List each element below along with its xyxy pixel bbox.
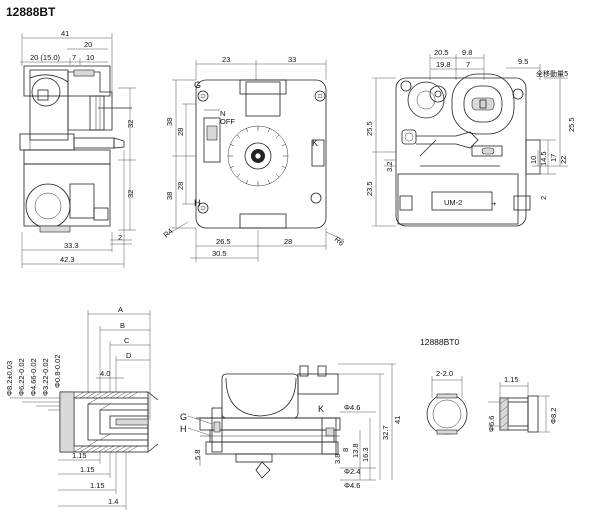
dial-ticks xyxy=(228,126,288,186)
label-g: G xyxy=(194,80,201,90)
side-view: 41 20 20 (15.0) 7 10 32 32 33.3 2 42.3 xyxy=(19,29,136,268)
dim-10-back: 10 xyxy=(529,156,538,164)
dim-2: 2 xyxy=(118,233,122,242)
dim-1-15-a: 1.15 xyxy=(72,451,87,460)
label-a: A xyxy=(118,305,123,314)
dim-3-2: 3.2 xyxy=(385,162,394,172)
label-h-assembly: H xyxy=(180,424,187,434)
dim-20-5: 20.5 xyxy=(434,48,449,57)
dim-25-5-right: 25.5 xyxy=(567,117,576,132)
dim-14-5: 14.5 xyxy=(539,151,548,166)
dim-28-bottom: 28 xyxy=(284,237,292,246)
dim-33: 33 xyxy=(288,55,296,64)
dim-phi-8-2: Φ8.2±0.03 xyxy=(5,361,14,396)
dim-20-15: 20 (15.0) xyxy=(30,53,61,62)
dim-9-8: 9.8 xyxy=(462,48,472,57)
dim-17: 17 xyxy=(549,154,558,162)
label-k: K xyxy=(312,138,318,148)
dim-2-2-0: 2-2.0 xyxy=(436,369,453,378)
label-off: OFF xyxy=(220,117,235,126)
dim-phi-4-6-bottom: Φ4.6 xyxy=(344,481,360,490)
dim-13-8: 13.8 xyxy=(351,443,360,458)
bt0-parts-view: 2-2.0 1.15 Φ6.6 Φ8.2 xyxy=(426,369,558,435)
dim-8: 8 xyxy=(341,448,350,452)
dim-7-back: 7 xyxy=(466,60,470,69)
dim-phi-4-6-top: Φ4.6 xyxy=(344,403,360,412)
dim-28-lower: 28 xyxy=(176,182,185,190)
dim-19-8: 19.8 xyxy=(436,60,451,69)
dim-phi-8-2-bt0: Φ8.2 xyxy=(549,408,558,424)
dim-28-upper: 28 xyxy=(176,128,185,136)
shaft-hatched-section xyxy=(59,391,159,453)
dim-phi-0-8: Φ0.8-0.02 xyxy=(53,354,62,388)
dim-r4: R4 xyxy=(162,226,175,239)
label-b: B xyxy=(120,321,125,330)
battery-plus-icon: + xyxy=(492,199,497,208)
dim-3-8: 3.8 xyxy=(333,454,342,464)
dim-10: 10 xyxy=(86,53,94,62)
dim-1-4: 1.4 xyxy=(108,497,118,506)
dim-26-5: 26.5 xyxy=(216,237,231,246)
assembly-view: Φ4.6 5.8 13.8 16.3 32.7 41 Φ2.4 Φ4.6 3.8… xyxy=(180,363,402,490)
dim-41: 41 xyxy=(61,29,69,38)
dim-30-5: 30.5 xyxy=(212,249,227,258)
label-g-assembly: G xyxy=(180,412,187,422)
dim-phi-4-66: Φ4.66-0.02 xyxy=(29,358,38,396)
label-k-assembly: K xyxy=(318,404,324,414)
dim-phi-6-22: Φ6.22-0.02 xyxy=(17,358,26,396)
dim-41-assembly: 41 xyxy=(393,416,402,424)
title-12888bt: 12888BT xyxy=(6,5,56,19)
dim-32-lower: 32 xyxy=(126,190,135,198)
dim-r6: R6 xyxy=(333,235,346,248)
dim-32-7: 32.7 xyxy=(381,425,390,440)
back-view: UM-2 + 20.5 9.8 19.8 7 9.5 全移動量5 25.5 25… xyxy=(365,48,576,227)
dim-phi-3-22: Φ3.22-0.02 xyxy=(41,358,50,396)
dim-20: 20 xyxy=(84,40,92,49)
dim-5-8: 5.8 xyxy=(193,450,202,460)
dim-2-back: 2 xyxy=(539,196,548,200)
shaft-section-view: A B C D Φ8.2±0.03 Φ6.22-0.02 Φ4.66-0.02 … xyxy=(5,305,159,510)
label-c: C xyxy=(124,336,130,345)
dim-1-15-c: 1.15 xyxy=(90,481,105,490)
dim-1-15-b: 1.15 xyxy=(80,465,95,474)
front-view: 23 33 38 28 38 28 26.5 28 30.5 R4 R6 G H… xyxy=(162,55,346,262)
dim-25-5-left: 25.5 xyxy=(365,121,374,136)
label-d: D xyxy=(126,351,132,360)
label-n: N xyxy=(220,109,225,118)
dim-22: 22 xyxy=(559,156,568,164)
dim-42-3: 42.3 xyxy=(60,255,75,264)
dim-16-3: 16.3 xyxy=(361,447,370,462)
dim-7: 7 xyxy=(72,53,76,62)
label-h: H xyxy=(194,198,201,208)
dim-9-5: 9.5 xyxy=(518,57,528,66)
dim-38-upper: 38 xyxy=(165,118,174,126)
dim-33-3: 33.3 xyxy=(64,241,79,250)
title-12888bt0: 12888BT0 xyxy=(420,337,459,347)
dim-23: 23 xyxy=(222,55,230,64)
battery-label: UM-2 xyxy=(444,198,462,207)
dim-4-0: 4.0 xyxy=(100,369,110,378)
dim-phi-2-4: Φ2.4 xyxy=(344,467,360,476)
dim-phi-6-6: Φ6.6 xyxy=(487,416,496,432)
note-travel: 全移動量5 xyxy=(536,69,568,78)
dim-23-5: 23.5 xyxy=(365,181,374,196)
dim-38-lower: 38 xyxy=(165,192,174,200)
dim-32-upper: 32 xyxy=(126,120,135,128)
dim-1-15-bt0: 1.15 xyxy=(504,375,519,384)
